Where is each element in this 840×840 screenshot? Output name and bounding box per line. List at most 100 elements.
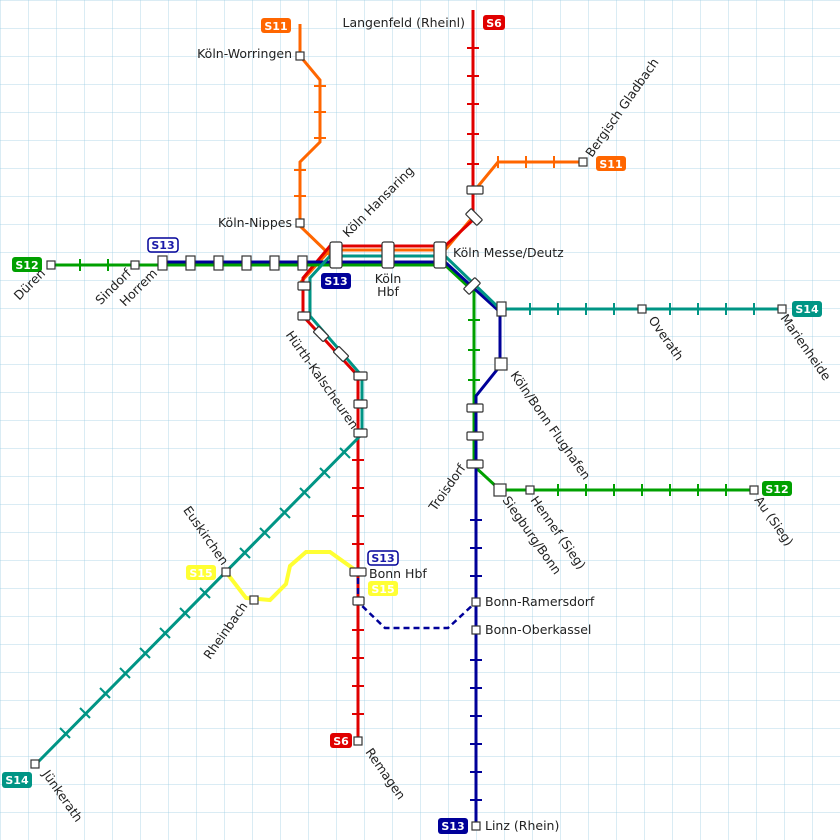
badge-s11-right[interactable]: S11	[596, 156, 626, 171]
tick-marks	[59, 47, 755, 801]
label-euskirchen[interactable]: Euskirchen	[180, 503, 231, 568]
station-marker-siegburg[interactable]	[493, 483, 507, 497]
station-marker-south-3[interactable]	[313, 326, 329, 342]
label-flughafen[interactable]: Köln/Bonn Flughafen	[508, 368, 594, 482]
svg-text:S15: S15	[189, 567, 212, 580]
station-marker-east-1[interactable]	[466, 403, 484, 413]
station-marker-huerth[interactable]	[353, 371, 368, 381]
badge-s12-right[interactable]: S12	[762, 481, 792, 496]
station-marker-ramersdorf[interactable]	[471, 597, 481, 607]
label-worringen[interactable]: Köln-Worringen	[197, 46, 292, 61]
label-troisdorf[interactable]: Troisdorf	[425, 461, 469, 515]
station-marker-hansaring[interactable]	[329, 241, 343, 269]
station-marker-west-2[interactable]	[213, 255, 224, 271]
station-marker-horrem[interactable]	[157, 255, 168, 271]
svg-text:S13: S13	[441, 820, 464, 833]
badge-s12-left[interactable]: S12	[12, 257, 42, 272]
station-marker-bergisch[interactable]	[578, 157, 588, 167]
line-s12-west	[50, 263, 756, 492]
station-marker-bonn-hbf[interactable]	[349, 567, 367, 577]
badge-s14-right[interactable]: S14	[792, 301, 822, 317]
label-linz[interactable]: Linz (Rhein)	[485, 818, 559, 833]
svg-text:S12: S12	[15, 259, 38, 272]
line-s13-bonn-dashed	[356, 578, 477, 630]
label-oberkassel[interactable]: Bonn-Oberkassel	[485, 622, 591, 637]
svg-text:S13: S13	[151, 239, 174, 252]
station-marker-worringen[interactable]	[295, 51, 305, 61]
label-marienheide[interactable]: Marienheide	[778, 311, 835, 383]
station-marker-overath[interactable]	[637, 304, 647, 314]
label-hbf-line1[interactable]: Köln	[375, 271, 402, 286]
svg-text:S6: S6	[486, 17, 502, 30]
svg-text:S13: S13	[371, 552, 394, 565]
station-marker-flughafen[interactable]	[494, 357, 508, 371]
station-marker-west-5[interactable]	[297, 255, 308, 271]
station-marker-bonn-beuel[interactable]	[352, 596, 365, 606]
label-remagen[interactable]: Remagen	[363, 745, 409, 802]
station-marker-south-6[interactable]	[353, 428, 368, 438]
line-badges: S11 S6 S11 S12 S13 S13 S14 S12 S15 S13 S…	[2, 15, 822, 834]
station-marker-messe[interactable]	[433, 241, 447, 269]
station-marker-nippes[interactable]	[295, 218, 305, 228]
badge-s6-bottom[interactable]: S6	[330, 733, 352, 748]
badge-s13-bonn[interactable]: S13	[367, 550, 399, 566]
station-marker-euskirchen[interactable]	[221, 567, 231, 577]
label-huerth[interactable]: Hürth-Kalscheuren	[283, 328, 362, 432]
station-marker-south-5[interactable]	[353, 399, 368, 409]
station-marker-linz[interactable]	[471, 821, 481, 831]
station-marker-au[interactable]	[749, 485, 759, 495]
line-s14-main	[34, 254, 782, 766]
badge-s11-top[interactable]: S11	[261, 18, 291, 33]
label-juenkerath[interactable]: Jünkerath	[39, 766, 86, 824]
station-marker-remagen[interactable]	[353, 736, 363, 746]
station-marker-hbf[interactable]	[381, 241, 395, 269]
station-marker-west-3[interactable]	[241, 255, 252, 271]
station-marker-south-1[interactable]	[297, 281, 311, 291]
station-marker-west-4[interactable]	[269, 255, 280, 271]
label-messe[interactable]: Köln Messe/Deutz	[453, 245, 564, 260]
station-marker-rheinbach[interactable]	[249, 595, 259, 605]
station-marker-deutz-east[interactable]	[463, 277, 481, 295]
badge-s15-left[interactable]: S15	[186, 565, 216, 580]
svg-text:S13: S13	[324, 275, 347, 288]
station-marker-south-2[interactable]	[297, 311, 311, 321]
station-marker-west-1[interactable]	[185, 255, 196, 271]
label-overath[interactable]: Overath	[646, 313, 687, 363]
svg-text:S11: S11	[599, 158, 622, 171]
svg-text:S11: S11	[264, 20, 287, 33]
label-ramersdorf[interactable]: Bonn-Ramersdorf	[485, 594, 595, 609]
label-au[interactable]: Au (Sieg)	[752, 493, 797, 548]
station-marker-south-4[interactable]	[333, 346, 349, 362]
label-rheinbach[interactable]: Rheinbach	[200, 599, 250, 662]
station-marker-dueren[interactable]	[46, 260, 56, 270]
svg-text:S14: S14	[795, 303, 819, 316]
station-marker-troisdorf[interactable]	[466, 459, 484, 469]
label-hansaring[interactable]: Köln Hansaring	[340, 163, 417, 240]
label-bergisch[interactable]: Bergisch Gladbach	[582, 55, 661, 159]
svg-text:S15: S15	[371, 583, 394, 596]
station-marker-mulheim[interactable]	[466, 185, 484, 195]
badge-s13-bottom[interactable]: S13	[438, 818, 468, 834]
label-nippes[interactable]: Köln-Nippes	[218, 215, 292, 230]
station-marker-hennef[interactable]	[525, 485, 535, 495]
station-marker-east-2[interactable]	[466, 431, 484, 441]
label-hbf-line2[interactable]: Hbf	[377, 284, 399, 299]
svg-text:S14: S14	[5, 774, 29, 787]
station-marker-sindorf[interactable]	[130, 260, 140, 270]
badge-s15-bonn[interactable]: S15	[368, 581, 398, 596]
station-marker-rosrath[interactable]	[496, 301, 507, 317]
line-s11-east	[473, 160, 583, 191]
badge-s13-horrem[interactable]: S13	[147, 237, 179, 253]
station-marker-oberkassel[interactable]	[471, 625, 481, 635]
station-marker-marienheide[interactable]	[777, 304, 787, 314]
station-marker-juenkerath[interactable]	[30, 759, 40, 769]
label-bonn-hbf[interactable]: Bonn Hbf	[369, 566, 427, 581]
badge-s6-top[interactable]: S6	[483, 15, 505, 30]
label-langenfeld[interactable]: Langenfeld (Rheinl)	[343, 15, 466, 30]
svg-text:S12: S12	[765, 483, 788, 496]
badge-s14-bottom[interactable]: S14	[2, 772, 32, 788]
station-marker-mulheim-2[interactable]	[465, 208, 483, 226]
badge-s13-koeln[interactable]: S13	[321, 273, 351, 289]
